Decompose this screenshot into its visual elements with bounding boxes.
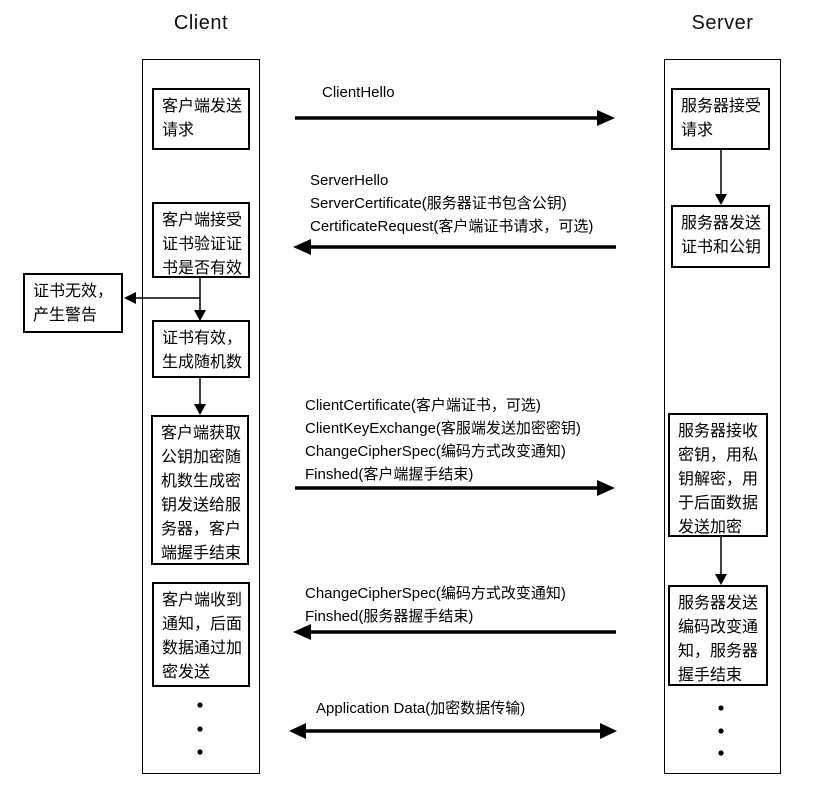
server-step-accept-request: 服务器接受请求	[671, 88, 770, 150]
message-5-arrow-bidirectional	[289, 723, 617, 739]
message-5-label: Application Data(加密数据传输)	[316, 697, 525, 720]
message-line: ChangeCipherSpec(编码方式改变通知)	[305, 443, 566, 460]
message-line: ClientCertificate(客户端证书，可选)	[305, 397, 541, 414]
message-4-label: ChangeCipherSpec(编码方式改变通知) Finshed(服务器握手…	[305, 582, 566, 628]
message-line: ClientHello	[322, 84, 395, 101]
client-step-receive-notice: 客户端收到通知，后面数据通过加密发送	[152, 582, 250, 687]
message-line: CertificateRequest(客户端证书请求，可选)	[310, 218, 594, 235]
warning-box: 证书无效，产生警告	[23, 273, 123, 333]
arrowhead-right	[597, 110, 615, 126]
server-step-receive-key: 服务器接收密钥，用私钥解密，用于后面数据发送加密	[668, 413, 768, 537]
message-line: Application Data(加密数据传输)	[316, 700, 526, 717]
arrowhead-left	[124, 292, 136, 304]
message-1-arrow-right	[295, 110, 615, 126]
message-line: ChangeCipherSpec(编码方式改变通知)	[305, 585, 566, 602]
client-title: Client	[173, 12, 229, 34]
message-line: Finshed(服务器握手结束)	[305, 608, 474, 625]
message-3-label: ClientCertificate(客户端证书，可选) ClientKeyExc…	[305, 394, 581, 486]
client-step-cert-valid: 证书有效，生成随机数	[152, 320, 250, 378]
arrowhead-left	[289, 723, 306, 739]
server-step-send-change: 服务器发送编码改变通知，服务器握手结束	[668, 585, 768, 686]
client-step-send-request: 客户端发送请求	[152, 88, 250, 150]
server-step-send-cert: 服务器发送证书和公钥	[671, 205, 770, 268]
message-line: Finshed(客户端握手结束)	[305, 466, 474, 483]
arrowhead-right	[600, 723, 617, 739]
message-line: ClientKeyExchange(客服端发送加密密钥)	[305, 420, 581, 437]
message-line: ServerCertificate(服务器证书包含公钥)	[310, 195, 567, 212]
message-2-label: ServerHello ServerCertificate(服务器证书包含公钥)…	[310, 169, 593, 238]
message-2-arrow-left	[293, 239, 616, 255]
arrowhead-right	[597, 480, 615, 496]
client-step-verify-cert: 客户端接受证书验证证书是否有效	[152, 202, 250, 278]
message-1-label: ClientHello	[322, 81, 395, 104]
server-title: Server	[691, 12, 754, 34]
arrowhead-left	[293, 239, 311, 255]
client-step-encrypt-key: 客户端获取公钥加密随机数生成密钥发送给服务器，客户端握手结束	[151, 415, 249, 565]
message-line: ServerHello	[310, 172, 389, 189]
